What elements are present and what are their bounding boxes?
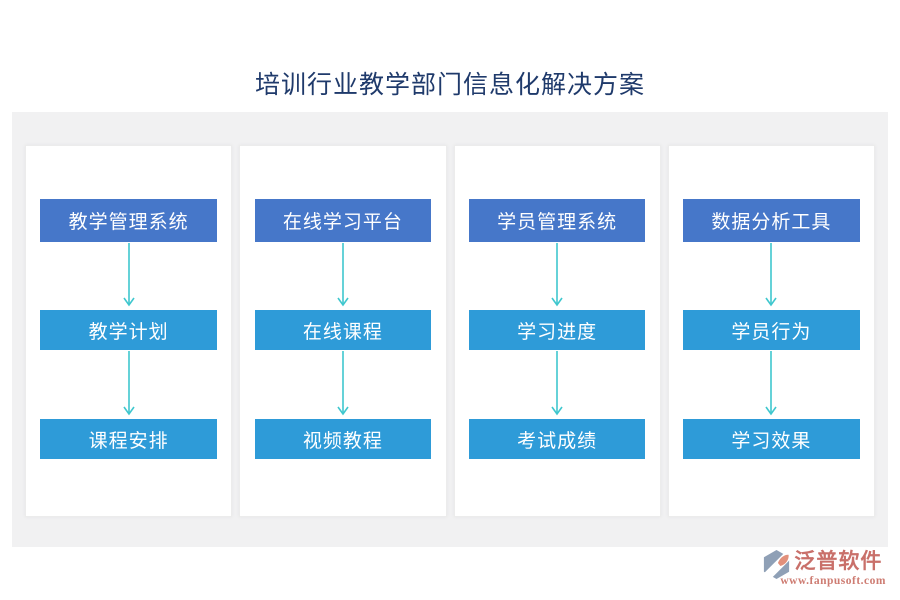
flow-column-teaching-management: 教学管理系统 教学计划 课程安排 xyxy=(25,145,233,517)
flow-box-step: 学员行为 xyxy=(683,310,860,350)
flow-box-step: 考试成绩 xyxy=(468,419,646,459)
down-arrow-icon xyxy=(551,243,563,307)
flow-column-student-management: 学员管理系统 学习进度 考试成绩 xyxy=(453,145,661,517)
flow-box-header: 教学管理系统 xyxy=(40,199,217,242)
flow-column-online-learning: 在线学习平台 在线课程 视频教程 xyxy=(239,145,447,517)
flow-box-step: 教学计划 xyxy=(40,310,217,350)
brand-name: 泛普软件 xyxy=(794,548,883,573)
down-arrow-icon xyxy=(765,351,778,416)
down-arrow-icon xyxy=(122,351,135,416)
flow-box-step: 课程安排 xyxy=(40,419,217,459)
flow-box-step: 学习效果 xyxy=(683,419,860,459)
flow-box-header: 数据分析工具 xyxy=(683,199,860,242)
down-arrow-icon xyxy=(551,351,563,416)
flow-panel: 教学管理系统 教学计划 课程安排 在线学习平台 在线课程 xyxy=(12,112,888,547)
fanpu-logo-icon xyxy=(764,549,793,580)
flow-box-step: 视频教程 xyxy=(254,419,432,459)
flow-columns: 教学管理系统 教学计划 课程安排 在线学习平台 在线课程 xyxy=(25,145,875,517)
brand-website: www.fanpusoft.com xyxy=(780,575,886,587)
flow-box-header: 学员管理系统 xyxy=(468,199,646,242)
flow-box-header: 在线学习平台 xyxy=(254,199,432,242)
down-arrow-icon xyxy=(122,243,135,307)
page-title: 培训行业教学部门信息化解决方案 xyxy=(254,70,645,99)
down-arrow-icon xyxy=(337,243,349,307)
brand-logo: 泛普软件 www.fanpusoft.com xyxy=(761,549,886,587)
flow-box-step: 学习进度 xyxy=(468,310,646,350)
down-arrow-icon xyxy=(765,243,778,307)
flow-box-step: 在线课程 xyxy=(254,310,432,350)
down-arrow-icon xyxy=(337,351,349,416)
flow-column-data-analysis: 数据分析工具 学员行为 学习效果 xyxy=(667,145,875,517)
